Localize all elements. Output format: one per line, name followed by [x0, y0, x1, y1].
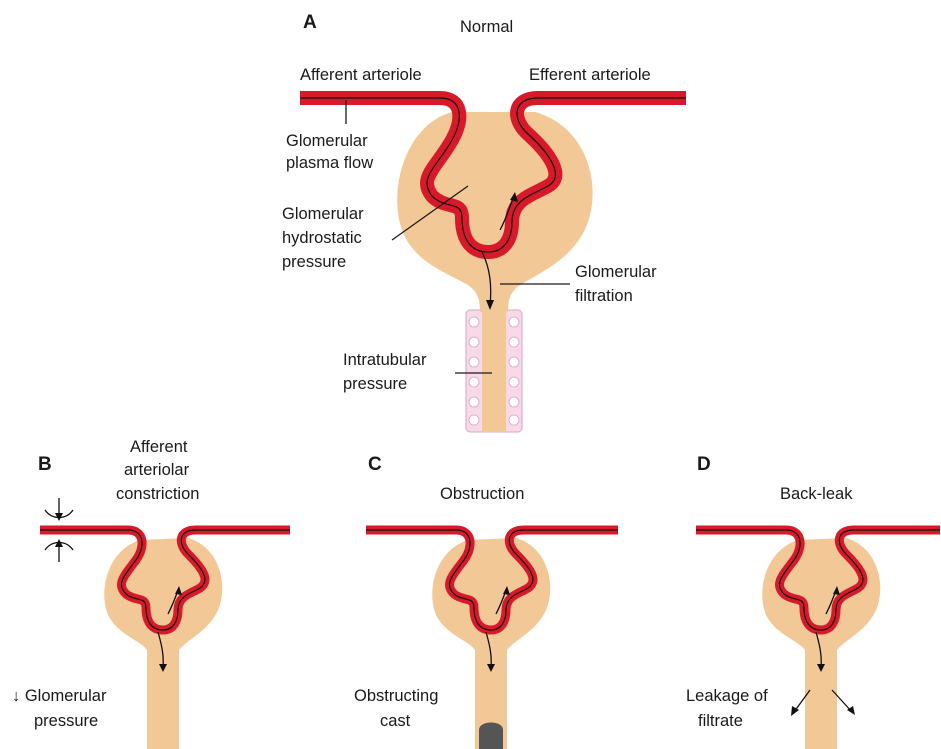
hydrostatic-label-2: hydrostatic: [282, 229, 362, 247]
panel-c-title: Obstruction: [440, 485, 524, 503]
tubule-a: [466, 300, 522, 432]
afferent-arteriole-label: Afferent arteriole: [300, 66, 422, 84]
plasma-flow-label-2: plasma flow: [286, 154, 373, 172]
panel-b-title-3: constriction: [116, 485, 199, 503]
efferent-arteriole-label: Efferent arteriole: [529, 66, 651, 84]
panel-b-pressure-1: ↓ Glomerular: [12, 687, 107, 705]
panel-d-title: Back-leak: [780, 485, 853, 503]
panel-c-cast-1: Obstructing: [354, 687, 438, 705]
panel-a: A Normal Afferent arteriole Efferent art…: [282, 12, 686, 432]
intratubular-label-2: pressure: [343, 375, 407, 393]
hydrostatic-label-3: pressure: [282, 253, 346, 271]
panel-d: D Back-leak Leakage of filtrate: [686, 454, 940, 749]
bowman-capsule-a: [397, 112, 592, 312]
panel-d-letter: D: [697, 454, 711, 475]
hydrostatic-label-1: Glomerular: [282, 205, 364, 223]
panel-b-title-2: arteriolar: [124, 461, 190, 479]
panel-b-pressure-2: pressure: [34, 712, 98, 730]
panel-b: B Afferent arteriolar constriction ↓ Glo…: [12, 438, 290, 749]
panel-a-letter: A: [303, 12, 317, 33]
obstructing-cast: [479, 723, 503, 749]
panel-b-letter: B: [38, 454, 52, 475]
plasma-flow-label-1: Glomerular: [286, 132, 368, 150]
panel-d-leak-1: Leakage of: [686, 687, 768, 705]
panel-b-title-1: Afferent: [130, 438, 188, 456]
panel-c-cast-2: cast: [380, 712, 411, 730]
panel-d-leak-2: filtrate: [698, 712, 743, 730]
filtration-label-1: Glomerular: [575, 263, 657, 281]
filtration-label-2: filtration: [575, 287, 633, 305]
panel-a-title: Normal: [460, 18, 513, 36]
panel-c: C Obstruction Obstructing cast: [354, 454, 618, 749]
intratubular-label-1: Intratubular: [343, 351, 427, 369]
panel-c-letter: C: [368, 454, 382, 475]
